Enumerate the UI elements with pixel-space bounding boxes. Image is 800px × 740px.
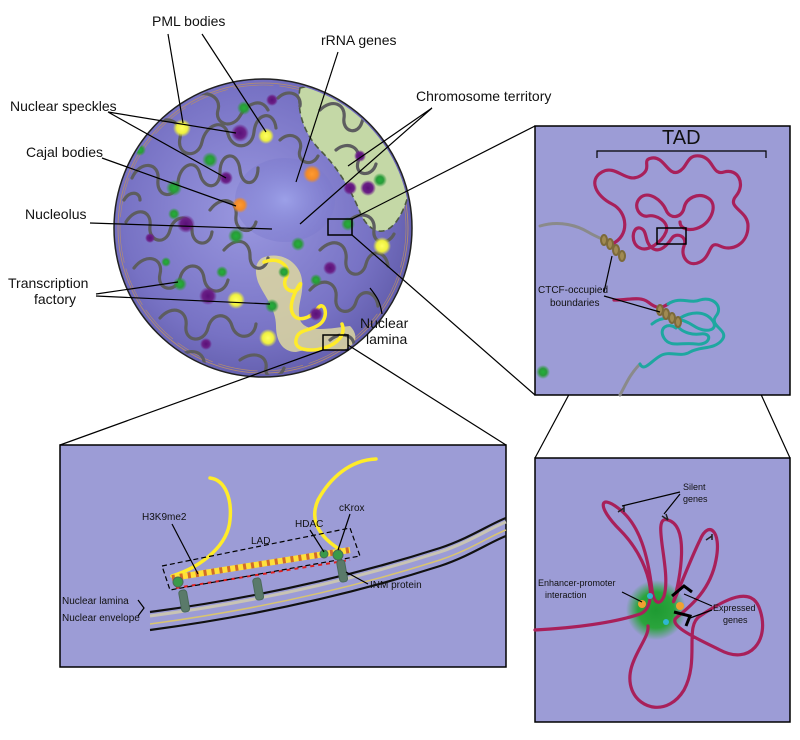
label-nuclear-lamina-1: Nuclear [360,315,409,331]
label-lad: LAD [251,536,270,547]
label-expressed-genes-1: Expressed [713,603,756,613]
transcription-hub [626,580,686,640]
label-inm-protein: INM protein [370,580,422,591]
ctcf-boundary-2 [656,304,682,328]
zoom-box-enhancer [656,227,687,245]
tad-green-spot [536,365,550,379]
lad-yellow-fiber-right [313,457,378,554]
zoom-box-tad [327,218,353,236]
lad-yellow-fiber-left [170,476,233,578]
label-nuclear-lamina-2: lamina [366,331,407,347]
label-chromosome-territory: Chromosome territory [416,88,551,104]
lad-panel: H3K9me2 LAD HDAC cKrox INM protein Nucle… [59,444,507,668]
label-nucleolus: Nucleolus [25,206,86,222]
zoom-box-lad [322,334,349,351]
label-enhancer-promoter-2: interaction [545,590,587,600]
label-ctcf-2: boundaries [550,298,599,309]
tad-teal-loops [638,297,726,369]
label-tad: TAD [662,127,701,149]
label-enhancer-promoter-1: Enhancer-promoter [538,578,616,588]
label-silent-genes-2: genes [683,494,708,504]
tad-grey-fiber-bottom [618,362,642,397]
lad-territory-region [255,255,356,352]
label-nuclear-speckles: Nuclear speckles [10,98,117,114]
nuclear-envelope-line-1 [149,516,507,614]
tad-panel: TAD CTCF-occupied boundaries [534,125,791,397]
label-transcription-factory-1: Transcription [8,275,88,291]
gene-markers [617,506,713,541]
nuclear-bodies [134,94,391,350]
gene-loops [533,500,765,709]
label-h3k9me2: H3K9me2 [142,512,187,523]
ctcf-boundary-1 [600,234,626,262]
label-nuclear-lamina-inset: Nuclear lamina [62,596,129,607]
expressed-arrows [671,584,693,627]
label-cajal-bodies: Cajal bodies [26,144,103,160]
label-hdac: HDAC [295,519,323,530]
expressed-gene-dots [638,593,684,625]
enhancer-panel: Silent genes Enhancer-promoter interacti… [533,457,791,723]
inm-proteins [172,549,349,613]
label-expressed-genes-2: genes [723,615,748,625]
label-transcription-factory-2: factory [34,291,76,307]
label-rrna-genes: rRNA genes [321,32,396,48]
label-nuclear-envelope: Nuclear envelope [62,613,140,624]
label-ckrox: cKrox [339,503,365,514]
label-pml-bodies: PML bodies [152,13,225,29]
main-labels: PML bodies rRNA genes Nuclear speckles C… [8,13,551,347]
label-silent-genes-1: Silent [683,482,706,492]
nuclear-envelope-line-2 [149,534,507,632]
label-ctcf-1: CTCF-occupied [538,285,608,296]
